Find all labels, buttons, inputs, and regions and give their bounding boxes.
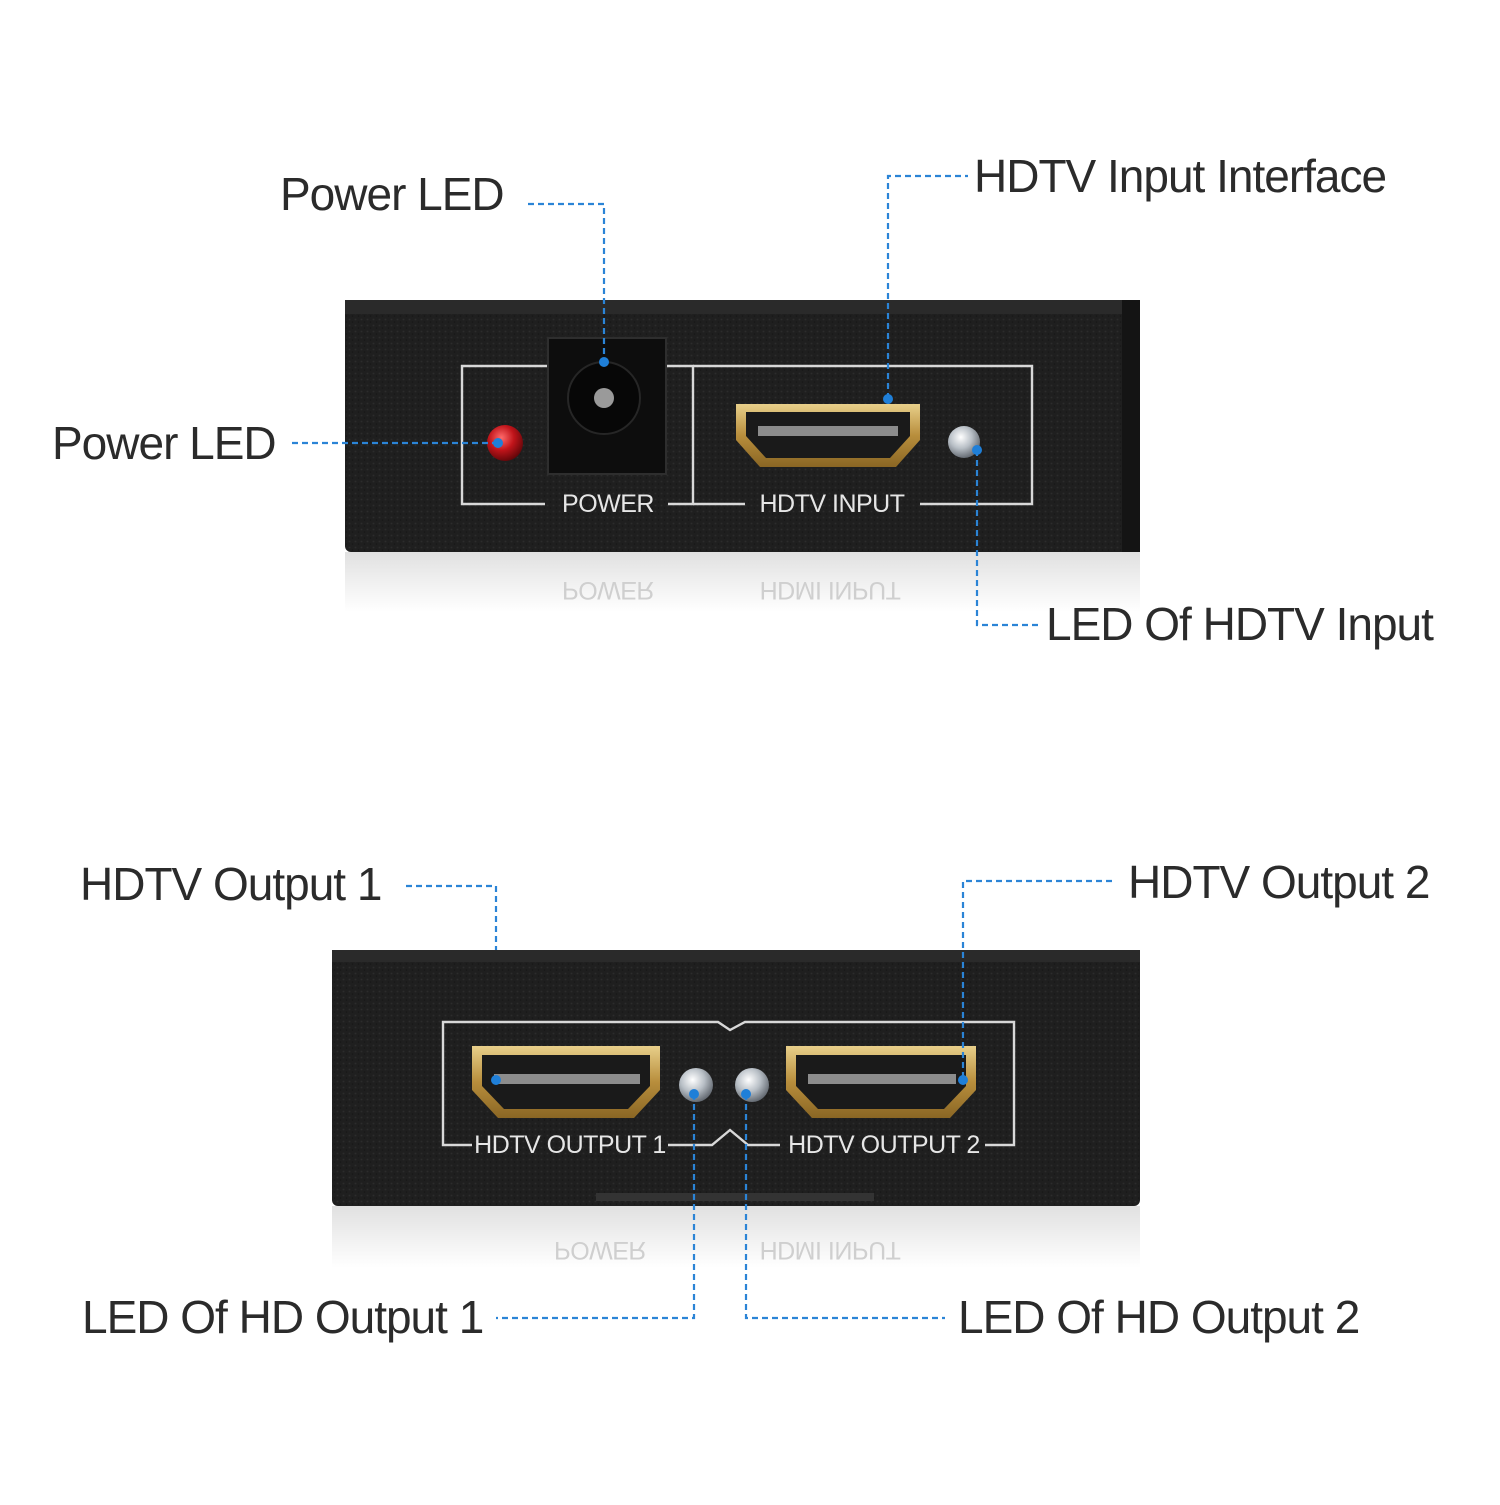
leader-dot-power-jack bbox=[599, 357, 609, 367]
hdmi-output-1-port bbox=[472, 1046, 660, 1118]
power-jack-pin bbox=[594, 388, 614, 408]
front-panel-device: POWER HDMI INPUT POWER HDTV INPUT bbox=[345, 300, 1140, 612]
hdmi-input-port bbox=[736, 404, 920, 467]
rear-panel-top-edge bbox=[332, 950, 1140, 962]
leader-dot-hdmi-input bbox=[883, 394, 893, 404]
front-panel-side-edge bbox=[1122, 300, 1140, 552]
output1-led-icon bbox=[679, 1068, 713, 1102]
input-panel-label: HDTV INPUT bbox=[760, 490, 905, 518]
label-led-of-hdtv-input: LED Of HDTV Input bbox=[1046, 598, 1434, 650]
front-reflection-power-text: POWER bbox=[562, 576, 654, 604]
label-led-of-hd-output-2: LED Of HD Output 2 bbox=[958, 1291, 1359, 1343]
power-frame-left bbox=[460, 364, 548, 506]
power-panel-label: POWER bbox=[562, 490, 654, 518]
label-power-led-left: Power LED bbox=[52, 417, 276, 469]
front-reflection-input-text: HDMI INPUT bbox=[760, 576, 901, 604]
leader-led-of-hd-output-2 bbox=[744, 1094, 945, 1320]
label-power-led-top: Power LED bbox=[280, 168, 504, 220]
hdmi-output-2-port bbox=[786, 1046, 976, 1118]
rear-panel-device: POWER HDMI INPUT HDTV OUTPUT 1 HDTV OUTP… bbox=[332, 950, 1140, 1268]
output2-panel-label: HDTV OUTPUT 2 bbox=[788, 1131, 980, 1159]
rear-reflection-power-text: POWER bbox=[554, 1236, 646, 1264]
front-panel-callouts: Power LED Power LED HDTV Input Interface… bbox=[52, 150, 1435, 650]
output1-panel-label: HDTV OUTPUT 1 bbox=[474, 1131, 666, 1159]
front-panel-top-edge bbox=[345, 300, 1140, 314]
rear-panel-bottom-strip bbox=[596, 1193, 874, 1201]
rear-reflection-input-text: HDMI INPUT bbox=[760, 1236, 901, 1264]
output-frame-bottom-x bbox=[668, 1128, 780, 1147]
leader-led-of-hdtv-input bbox=[975, 450, 1040, 627]
leader-dot-input-led bbox=[972, 445, 982, 455]
leader-dot-output-2 bbox=[958, 1075, 968, 1085]
leader-hdtv-output-2 bbox=[961, 879, 1112, 1080]
rear-panel-reflection bbox=[332, 1206, 1140, 1268]
leader-dot-power-led bbox=[493, 438, 503, 448]
leader-hdtv-input-interface bbox=[886, 174, 968, 399]
label-hdtv-output-1: HDTV Output 1 bbox=[80, 858, 381, 910]
output-frame-top bbox=[698, 1020, 1016, 1147]
output2-led-icon bbox=[735, 1068, 769, 1102]
leader-led-of-hd-output-1 bbox=[496, 1094, 696, 1320]
rear-panel-callouts: HDTV Output 1 HDTV Output 2 LED Of HD Ou… bbox=[80, 856, 1430, 1343]
front-panel-reflection bbox=[345, 552, 1140, 612]
output1-frame-left bbox=[441, 1020, 698, 1147]
leader-hdtv-output-1 bbox=[406, 884, 498, 950]
leader-dot-output-1 bbox=[491, 1075, 501, 1085]
power-led-icon bbox=[487, 425, 523, 461]
leader-power-led-top bbox=[528, 202, 606, 360]
power-frame-right bbox=[666, 364, 695, 506]
label-hdtv-input-interface: HDTV Input Interface bbox=[974, 150, 1386, 202]
leader-dot-output2-led bbox=[741, 1089, 751, 1099]
rear-panel-body bbox=[332, 950, 1140, 1206]
label-hdtv-output-2: HDTV Output 2 bbox=[1128, 856, 1429, 908]
label-led-of-hd-output-1: LED Of HD Output 1 bbox=[82, 1291, 483, 1343]
leader-dot-output1-led bbox=[689, 1089, 699, 1099]
